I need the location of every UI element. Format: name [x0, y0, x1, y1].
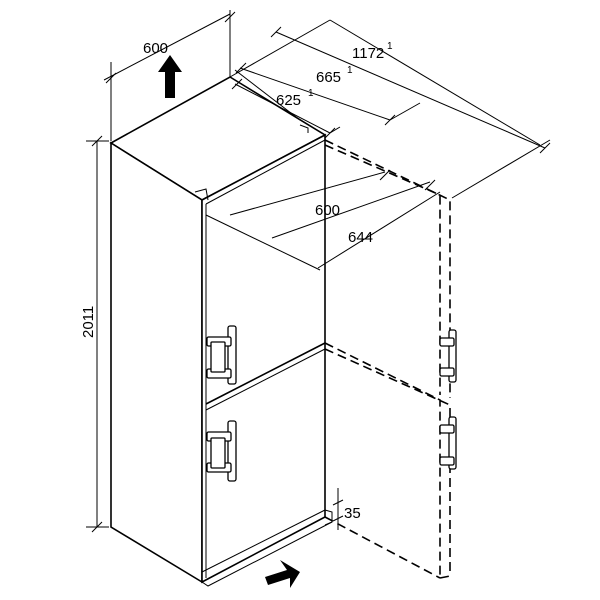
fridge-side-face: [110, 141, 203, 584]
plinth-gap-label: 35: [344, 505, 361, 522]
arrow-up-icon: [158, 55, 182, 98]
depth-handle-label: 665: [316, 69, 341, 86]
top-width-dimension: 600: [103, 10, 236, 141]
open-door-outline: [324, 139, 457, 579]
svg-text:1: 1: [387, 41, 393, 52]
open-door-lower-handle: [439, 416, 457, 470]
total-depth-label: 1172: [352, 45, 384, 62]
door-open-dimensions: 600 644: [205, 169, 441, 271]
height-label: 2011: [80, 306, 97, 338]
height-dimension: 2011: [80, 135, 109, 533]
arrow-right-icon: [265, 560, 300, 588]
plinth-gap-dimension: 35: [332, 488, 361, 530]
door-open-depth-label: 644: [348, 229, 373, 246]
fridge-body: [109, 76, 333, 587]
svg-text:1: 1: [308, 88, 314, 99]
lower-door-handle: [206, 420, 237, 482]
door-split-line: [205, 342, 326, 405]
door-open-width-label: 600: [315, 202, 340, 219]
open-door-upper-handle: [439, 329, 457, 383]
upper-door-handle: [206, 325, 237, 385]
depth-label: 625: [276, 92, 301, 109]
depth-dimensions: 1172 1 665 1 625 1: [229, 19, 551, 199]
top-width-label: 600: [143, 40, 168, 57]
svg-text:1: 1: [347, 65, 353, 76]
